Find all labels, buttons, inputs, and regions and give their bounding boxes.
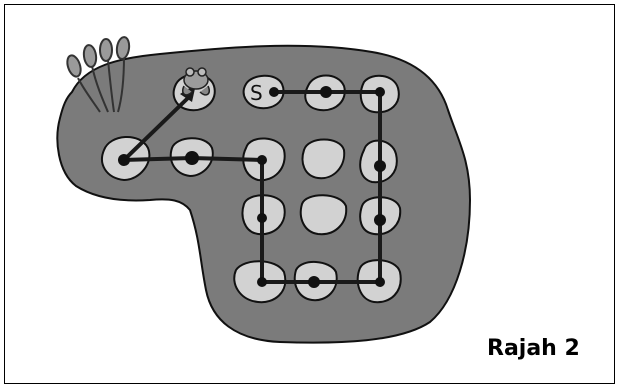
start-label: S bbox=[250, 81, 263, 105]
path-dots bbox=[118, 86, 386, 288]
figure-caption: Rajah 2 bbox=[487, 336, 580, 361]
reeds-icon bbox=[66, 36, 131, 113]
frog-icon bbox=[181, 67, 211, 96]
stone-r2c3 bbox=[301, 138, 346, 180]
stone-r3c3 bbox=[299, 194, 348, 236]
stone-start bbox=[242, 74, 285, 110]
